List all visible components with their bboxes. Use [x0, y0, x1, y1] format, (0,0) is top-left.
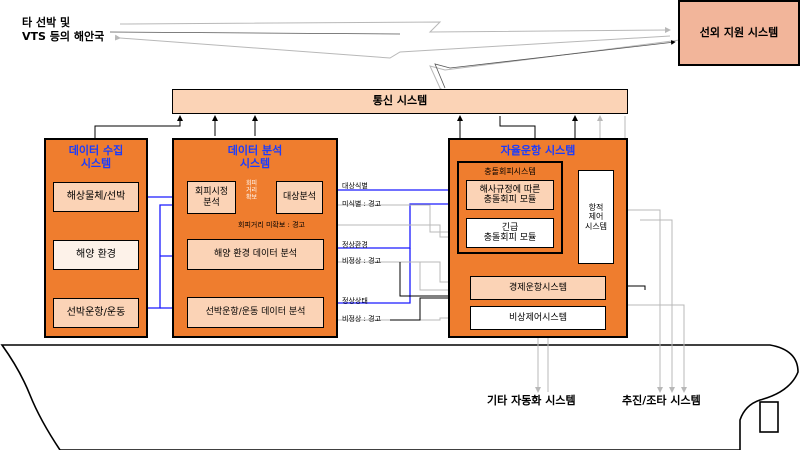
collection-item-ops[interactable]: 선박운항/운동 — [53, 298, 139, 328]
comm-system[interactable]: 통신 시스템 — [172, 89, 628, 114]
radio-links — [114, 21, 681, 94]
collection-item-vessel[interactable]: 해상물체/선박 — [53, 182, 139, 212]
other-automation-label: 기타 자동화 시스템 — [487, 394, 576, 407]
emergency-control-system[interactable]: 비상제어시스템 — [470, 306, 606, 330]
propulsion-label: 추진/조타 시스템 — [622, 394, 701, 407]
label-ops-normal: 정상상태 — [342, 297, 368, 305]
maritime-rule-module[interactable]: 해사규정에 따른 충돌회피 모듈 — [466, 180, 554, 210]
collection-title: 데이터 수집 시스템 — [68, 144, 124, 171]
radio-links-dark — [109, 31, 676, 89]
remote-support-system[interactable]: 선외 지원 시스템 — [678, 0, 800, 66]
target-analysis-box[interactable]: 대상분석 — [276, 181, 323, 214]
coastal-station-label: 타 선박 및 VTS 등의 해안국 — [22, 16, 105, 43]
collection-item-env[interactable]: 해양 환경 — [53, 240, 139, 270]
label-misid: 미식별 : 경고 — [342, 200, 382, 208]
ship-hull — [0, 344, 799, 450]
avoid-distance-label: 회피 거리 확보 — [246, 180, 258, 201]
collision-avoid-title: 충돌회피시스템 — [484, 167, 536, 176]
label-ops-abnormal: 비정상 : 경고 — [342, 315, 382, 323]
label-dist-short: 회피거리 미확보 : 경고 — [238, 221, 305, 229]
autonomous-title: 자율운항 시스템 — [500, 144, 576, 157]
label-env-normal: 정상환경 — [342, 241, 368, 249]
label-target-id: 대상식별 — [342, 182, 368, 190]
comm-links — [92, 115, 578, 145]
ops-analysis-box[interactable]: 선박운항/운동 데이터 분석 — [187, 297, 324, 328]
analysis-title: 데이터 분석 시스템 — [227, 144, 283, 171]
route-control-system[interactable]: 항적 제어 시스템 — [578, 170, 614, 264]
env-analysis-box[interactable]: 해양 환경 데이터 분석 — [187, 239, 324, 270]
ship-bow-window — [759, 401, 779, 433]
emergency-avoid-module[interactable]: 긴급 충돌회피 모듈 — [466, 218, 554, 248]
label-env-abnormal: 비정상 : 경고 — [342, 257, 382, 265]
economic-ops-system[interactable]: 경제운항시스템 — [470, 276, 606, 300]
avoid-visibility-box[interactable]: 회피시정 분석 — [187, 181, 236, 214]
